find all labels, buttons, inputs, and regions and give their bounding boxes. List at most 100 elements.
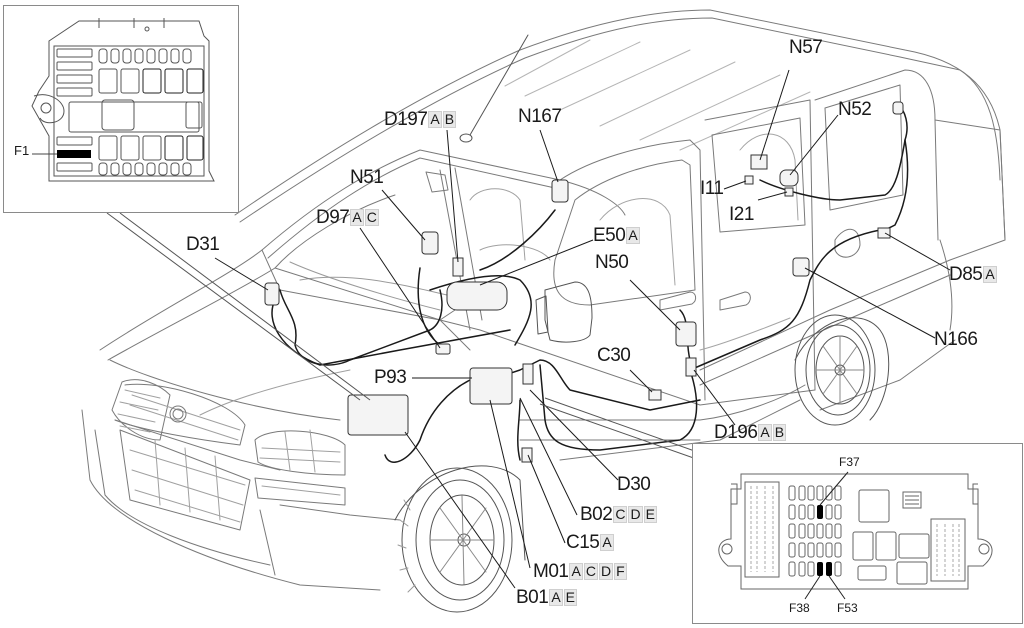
variant-badge: A: [983, 266, 997, 283]
component-code: D97: [316, 207, 350, 228]
label-D31: D31: [186, 234, 220, 255]
label-N57: N57: [789, 37, 823, 58]
component-code: M01: [533, 561, 569, 582]
variant-badge: C: [583, 563, 598, 580]
component-code: I11: [700, 178, 724, 199]
connector-P93-relay: [469, 367, 513, 405]
component-code: N52: [838, 99, 872, 120]
connector-N50: [675, 321, 697, 347]
label-N167: N167: [518, 106, 562, 127]
leader-lines: [106, 69, 951, 589]
vehicle-roof: [234, 9, 1006, 241]
variant-badge: D: [628, 506, 643, 523]
connectors: [264, 101, 904, 463]
dashboard-fusebox-inset: F37 F38 F53: [692, 443, 1023, 624]
component-code: N167: [518, 106, 562, 127]
engine-fusebox-drawing: [31, 18, 215, 182]
vehicle-windshield: [261, 149, 626, 331]
connector-I11: [744, 175, 754, 185]
dashboard-fusebox-drawing: [718, 471, 993, 600]
variant-badge: E: [643, 506, 657, 523]
component-code: B02: [580, 504, 613, 525]
variant-badge: A: [758, 424, 772, 441]
fuse-label-F37: F37: [839, 455, 860, 469]
connector-N167: [551, 179, 569, 203]
component-code: P93: [374, 367, 407, 388]
antenna: [459, 34, 529, 143]
vehicle-front-grille: [81, 379, 401, 591]
component-code: I21: [729, 204, 754, 225]
component-code: D85: [949, 264, 983, 285]
variant-badge: A: [549, 589, 563, 606]
label-N52: N52: [838, 99, 872, 120]
variant-badge: A: [600, 534, 614, 551]
connector-D31: [264, 282, 280, 306]
fuse-F37: [817, 505, 823, 519]
fuse-F53: [826, 562, 832, 576]
variant-badge: C: [613, 506, 628, 523]
vehicle-rear-quarter: [814, 69, 1006, 331]
label-D30: D30: [617, 475, 651, 494]
fuse-label-F1: F1: [14, 143, 30, 158]
variant-badge: F: [614, 563, 627, 580]
component-code: N57: [789, 37, 823, 58]
vehicle-front-door: [535, 139, 706, 401]
variant-badge: A: [569, 563, 583, 580]
variant-badge: B: [772, 424, 787, 441]
connector-N166: [792, 257, 810, 277]
vehicle-hood: [99, 249, 471, 421]
label-N51: N51: [350, 167, 384, 188]
label-I11: I11: [700, 179, 724, 198]
label-N166: N166: [934, 329, 978, 350]
connector-N57: [750, 154, 768, 170]
connector-I21: [784, 187, 794, 197]
label-C30: C30: [597, 345, 631, 366]
fuse-F38: [817, 562, 823, 576]
connector-C15: [521, 447, 533, 463]
variant-badge: C: [364, 209, 379, 226]
variant-badge: A: [428, 111, 442, 128]
vehicle-front-wheel: [394, 465, 526, 613]
component-code: C15: [566, 532, 600, 553]
component-code: N51: [350, 167, 384, 188]
component-code: N166: [934, 329, 978, 350]
connector-D196: [685, 357, 697, 377]
connector-B01-engine-fusebox: [347, 394, 409, 436]
fuse-grid: [788, 485, 842, 577]
connector-N51: [421, 231, 439, 255]
component-code: D31: [186, 234, 220, 255]
component-code: B01: [516, 587, 549, 608]
variant-badge: D: [598, 563, 614, 580]
component-code: C30: [597, 345, 631, 366]
connector-D85: [877, 227, 891, 239]
variant-badge: B: [442, 111, 457, 128]
vehicle-sliding-door: [704, 99, 816, 391]
vehicle-rear-wheel: [794, 314, 890, 426]
fuse-F1: [57, 150, 91, 158]
connector-N52: [779, 169, 799, 187]
fuse-label-F38: F38: [789, 601, 810, 615]
label-N50: N50: [595, 252, 629, 273]
variant-badge: A: [626, 227, 640, 244]
connector-C30: [648, 389, 662, 401]
engine-fusebox-inset: F1: [3, 5, 239, 213]
component-code: N50: [595, 252, 629, 273]
vehicle-body-side: [439, 259, 956, 461]
label-P93: P93: [374, 367, 407, 388]
variant-badge: A: [350, 209, 364, 226]
connector-E50: [446, 281, 508, 311]
fuse-label-F53: F53: [837, 601, 858, 615]
label-I21: I21: [729, 205, 754, 224]
connector-rear-light: [892, 101, 904, 115]
connector-D30: [522, 363, 534, 385]
